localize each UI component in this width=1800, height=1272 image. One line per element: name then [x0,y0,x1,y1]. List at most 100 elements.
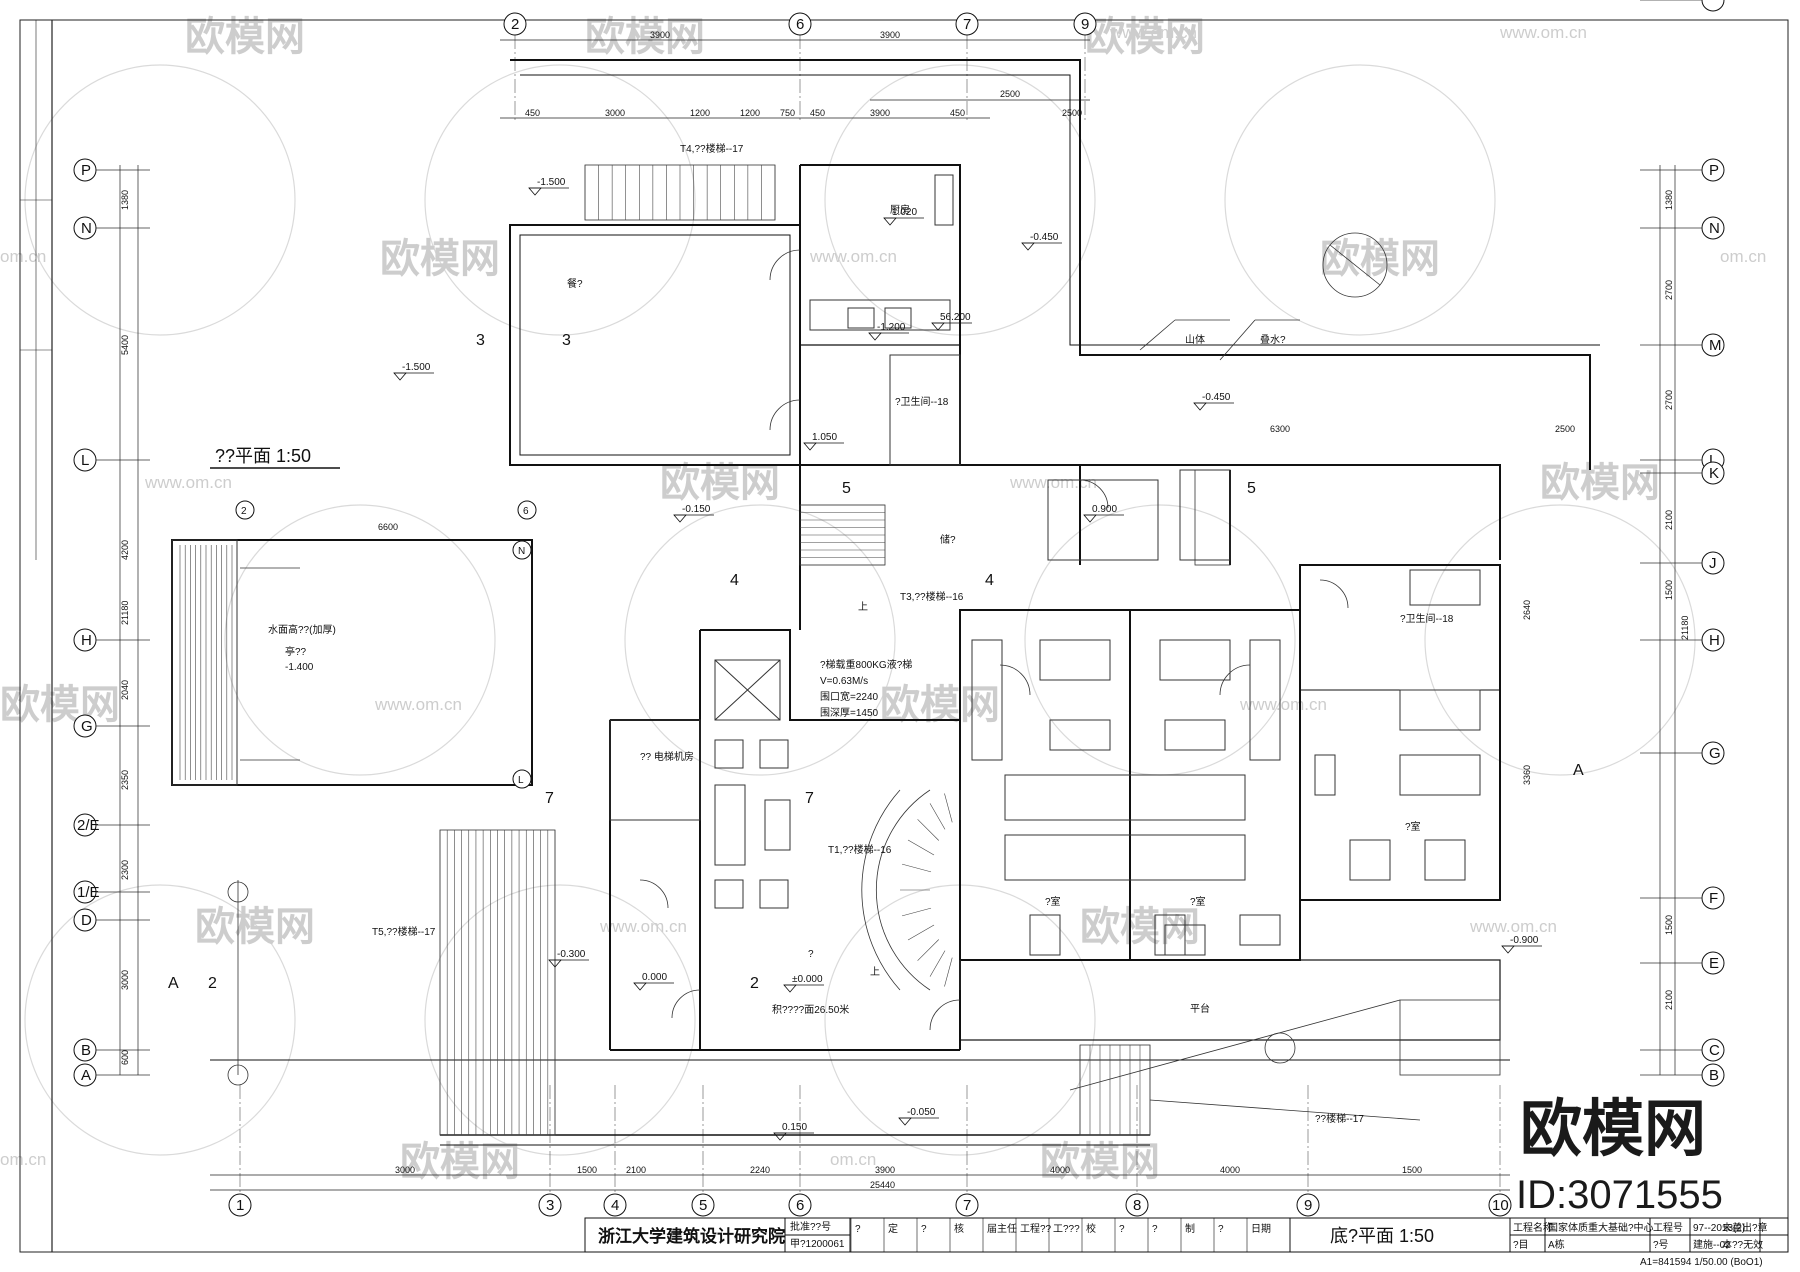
dimension-label: 6300 [1270,424,1290,434]
section-mark-a: A [168,975,179,992]
axis-bubble [1125,1193,1149,1217]
elevator-note: V=0.63M/s [820,676,868,687]
watermark-url: www.om.cn [144,473,232,492]
cert-number: 甲?1200061 [790,1239,845,1250]
dimension-label: 4200 [120,540,130,560]
axis-label: D [81,912,92,929]
dimension-label: 1500 [1664,580,1674,600]
axis-label: F [1709,890,1718,907]
level-marks: -1.500-0.450-1.500-0.1500.000±0.000-0.30… [393,177,1542,1141]
level-symbol [528,187,542,196]
level-symbol [773,1132,787,1141]
tb-cell: 制 [1185,1222,1195,1235]
watermark-url: www.om.cn [599,917,687,936]
watermark-url: www.om.cn [1499,23,1587,42]
dimension-label: 2500 [1062,108,1082,118]
title-block: ?定?核届主任工程??工???校??制?日期 浙江大学建筑设计研究院 批准??号… [584,1217,1789,1268]
dimension-label: 750 [780,108,795,118]
watermark-brand: 欧模网 [660,461,780,505]
axis-label: 1 [236,1197,244,1214]
room-hall: ? [808,949,814,960]
tb-cell: 校 [1086,1222,1096,1235]
dimension-label: 1500 [577,1165,597,1175]
watermark-url: www.om.cn [1469,917,1557,936]
annotations: T4,??楼梯--17 T3,??楼梯--16 T1,??楼梯--16 T5,?… [372,142,1454,1125]
watermark-brand: 欧模网 [400,1140,520,1184]
site-lines [227,232,1421,1121]
axis-label: 2 [511,16,519,33]
dimension-label: 1500 [1402,1165,1422,1175]
tb-cell: 工??? [1053,1224,1080,1235]
axis-label: G [1709,745,1721,762]
axis-bubble [955,12,979,36]
watermark-url: www.om.cn [1009,473,1097,492]
watermark-brand: 欧模网 [585,15,705,59]
axis-label: 4 [611,1197,619,1214]
axis-label: A [1709,0,1719,4]
watermark-brand: 欧模网 [1085,15,1205,59]
stair-label: T3,??楼梯--16 [900,590,964,603]
level-symbol [673,514,687,523]
up-arrow-label: 上 [858,601,868,613]
stairs [439,164,1501,1136]
dimension-label: 25440 [870,1180,895,1190]
dimension-label: 3900 [880,30,900,40]
section-mark-a: A [1573,762,1584,779]
dimension-label: 1500 [1664,915,1674,935]
dimension-label: 2700 [1664,280,1674,300]
sub-plan-note: 水面高??(加厚) [268,623,336,636]
project-number-label: 工程号 [1653,1222,1683,1234]
dimension-label: 2700 [1664,390,1674,410]
axis-label: M [1709,337,1722,354]
scale-note: 本??无效 [1722,1238,1763,1251]
axis-label: 3 [546,1197,554,1214]
level-value: -0.450 [1030,232,1059,243]
watermark-brand: 欧模网 [1320,237,1440,281]
watermark-url: www.om.cn [1109,23,1197,42]
sub-axis-bubble [517,500,537,520]
sub-axis-label: 2 [241,506,247,517]
drawing-number: 建施--02 [1693,1238,1731,1251]
tb-cell: ? [1152,1224,1158,1235]
axis-label: 9 [1304,1197,1312,1214]
dimension-label: 2300 [120,860,130,880]
site-waterfall: 叠水? [1260,334,1286,346]
tb-cell: 定 [888,1222,898,1235]
level-value: 56.200 [940,312,971,323]
sub-plan-level: -1.400 [285,662,314,673]
dimension-label: 1380 [120,190,130,210]
axis-bubble [503,12,527,36]
dimension-labels-right: 1380270027002100150026403360150021002118… [1522,190,1690,1010]
axis-label: C [1709,1042,1720,1059]
dimension-label: 21180 [120,601,130,625]
level-symbol [783,984,797,993]
tb-cell: 核 [954,1222,964,1235]
logo-brand: 欧模网 [1520,1095,1706,1164]
axis-label: B [81,1042,91,1059]
stair-label: T1,??楼梯--16 [828,843,892,856]
axis-label: 1/E [77,884,100,901]
tb-cell: 届主任 [987,1222,1017,1235]
dimension-label: 2100 [626,1165,646,1175]
room-storage: 储? [940,533,956,546]
axis-label: N [1709,220,1720,237]
dimension-label: 2040 [120,680,130,700]
watermark-url: www.om.cn [1239,695,1327,714]
elevator-note: 围深厚=1450 [820,707,879,719]
drawing-number-label: ?号 [1653,1239,1669,1251]
room-number: 7 [805,790,814,807]
up-arrow-label: 上 [870,966,880,978]
room-machine: ?? 电梯机房 [640,750,694,763]
watermark-url: om.cn [0,1150,46,1169]
room-number: 5 [1247,480,1256,497]
room-bedroom-1: ?室 [1045,895,1061,908]
project-number: 97--2013(2) [1693,1223,1745,1234]
item-value: A栋 [1548,1238,1565,1251]
level-symbol [803,442,817,451]
level-value: -0.050 [907,1107,936,1118]
room-number: 3 [562,332,571,349]
room-terrace: 平台 [1190,1002,1210,1015]
